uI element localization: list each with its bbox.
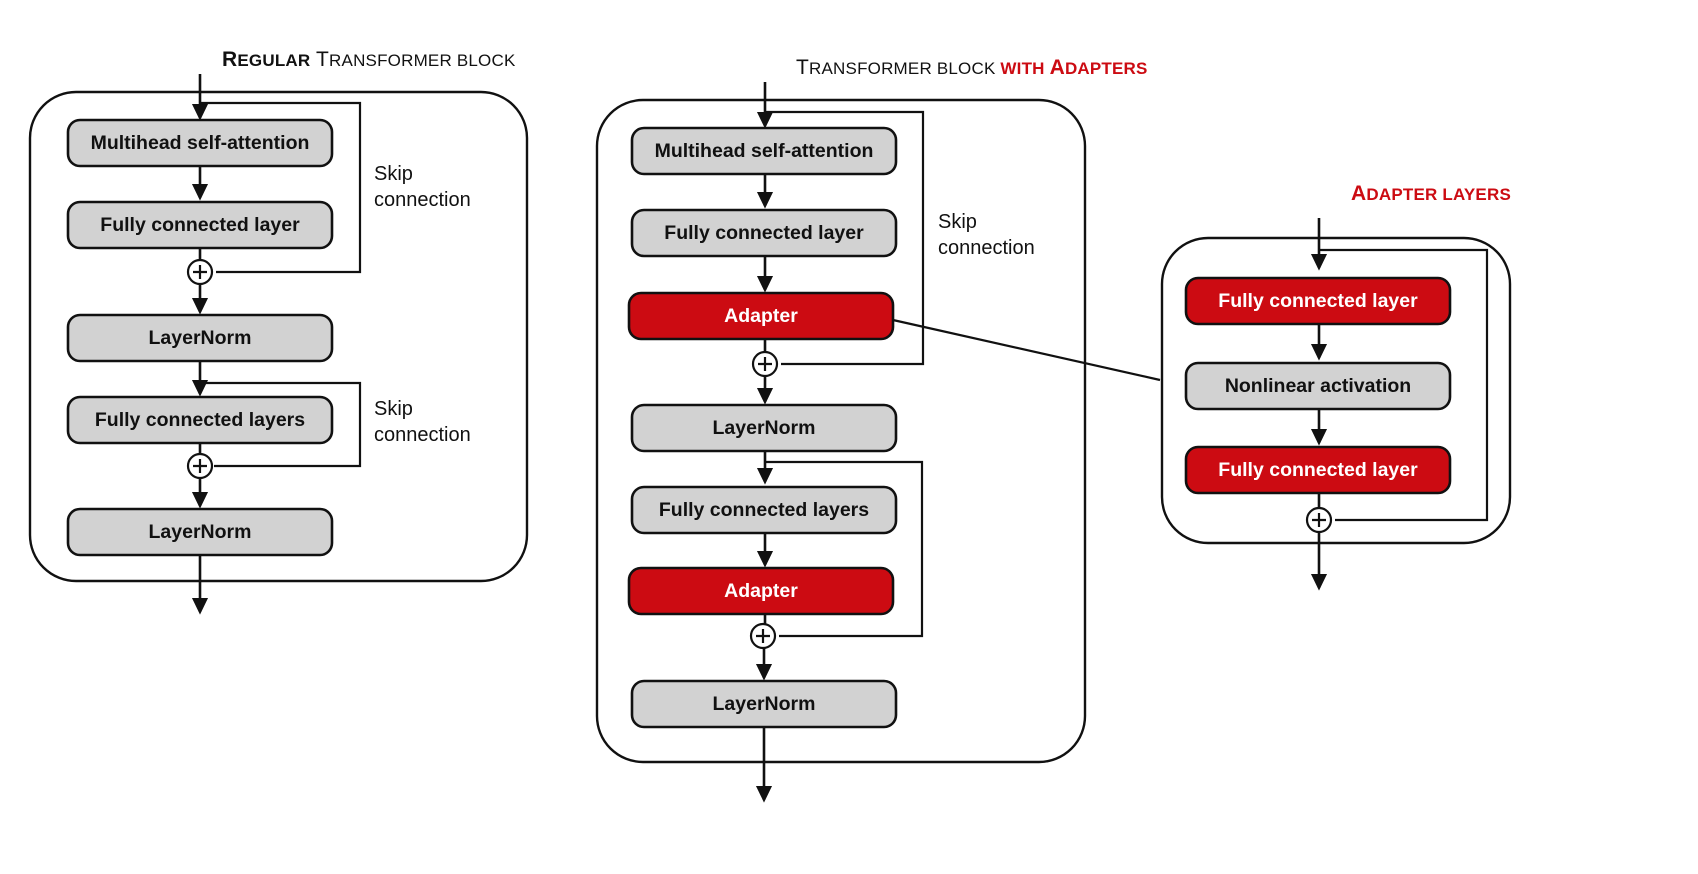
node-nonlinear-activation: Nonlinear activation — [1184, 361, 1452, 411]
regular-skip-caption-1-line2: connection — [374, 189, 471, 211]
adapters-skip-caption-line2: connection — [938, 237, 1035, 259]
panel-title-with-adapters: TRANSFORMER BLOCK WITH ADAPTERS — [796, 56, 1148, 79]
node-fully-connected-layer: Fully connected layer — [66, 200, 334, 250]
regular-block-container — [28, 90, 529, 583]
node-text: Fully connected layer — [664, 222, 864, 244]
plus-icon — [193, 459, 207, 473]
node-layernorm-1: LayerNorm — [66, 313, 334, 363]
regular-skip-path-2 — [200, 381, 362, 468]
node-text: LayerNorm — [713, 693, 816, 715]
regular-skip-caption-2-line1: Skip — [374, 398, 413, 420]
plus-junction — [1305, 506, 1333, 534]
plus-junction — [186, 258, 214, 286]
plus-junction — [186, 452, 214, 480]
node-fully-connected-layer-1: Fully connected layer — [1184, 276, 1452, 326]
plus-junction — [751, 350, 779, 378]
node-fully-connected-layer-2: Fully connected layer — [1184, 445, 1452, 495]
node-layernorm-2: LayerNorm — [66, 507, 334, 557]
regular-skip-caption-2-line2: connection — [374, 424, 471, 446]
node-text: Fully connected layer — [100, 214, 300, 236]
plus-icon — [756, 629, 770, 643]
node-layernorm-1: LayerNorm — [630, 403, 898, 453]
node-text: Fully connected layers — [95, 409, 305, 431]
panel-title-adapter-layers: ADAPTER LAYERS — [1351, 182, 1511, 205]
plus-icon — [1312, 513, 1326, 527]
regular-skip-caption-1-line1: Skip — [374, 163, 413, 185]
node-text: Fully connected layer — [1218, 459, 1418, 481]
node-adapter-1: Adapter — [627, 291, 895, 341]
node-multihead-self-attention: Multihead self-attention — [66, 118, 334, 168]
plus-icon — [758, 357, 772, 371]
panel-transformer-block-with-adapters: TRANSFORMER BLOCK WITH ADAPTERS Multihea… — [595, 56, 1148, 803]
plus-icon — [193, 265, 207, 279]
adapters-skip-path-2 — [765, 460, 924, 638]
adapters-block-container — [595, 98, 1087, 764]
node-text: Multihead self-attention — [91, 132, 310, 154]
node-text: Nonlinear activation — [1225, 375, 1411, 397]
panel-regular-transformer-block: REGULAR TRANSFORMER BLOCK Multihead self… — [28, 48, 529, 615]
node-box — [627, 291, 895, 341]
regular-skip-path-1 — [200, 101, 362, 274]
panel-adapter-layers: ADAPTER LAYERS Fully connected layer Non… — [1160, 182, 1512, 591]
node-box — [627, 566, 895, 616]
node-text: LayerNorm — [713, 417, 816, 439]
adapters-skip-path-1 — [765, 110, 925, 366]
panel-title-regular: REGULAR TRANSFORMER BLOCK — [222, 48, 516, 71]
node-fully-connected-layers: Fully connected layers — [66, 395, 334, 445]
node-text: Adapter — [724, 580, 798, 602]
node-text: Multihead self-attention — [655, 140, 874, 162]
node-fully-connected-layer: Fully connected layer — [630, 208, 898, 258]
adapters-skip-caption-line1: Skip — [938, 211, 977, 233]
node-multihead-self-attention: Multihead self-attention — [630, 126, 898, 176]
node-adapter-2: Adapter — [627, 566, 895, 616]
node-text: Fully connected layers — [659, 499, 869, 521]
node-text: Fully connected layer — [1218, 290, 1418, 312]
node-layernorm-2: LayerNorm — [630, 679, 898, 729]
node-fully-connected-layers: Fully connected layers — [630, 485, 898, 535]
adapter-layers-container — [1160, 236, 1512, 545]
node-text: LayerNorm — [149, 327, 252, 349]
adapter-layers-skip-path — [1319, 248, 1489, 522]
adapter-callout-line — [892, 318, 1161, 382]
plus-junction — [749, 622, 777, 650]
node-text: Adapter — [724, 305, 798, 327]
node-text: LayerNorm — [149, 521, 252, 543]
